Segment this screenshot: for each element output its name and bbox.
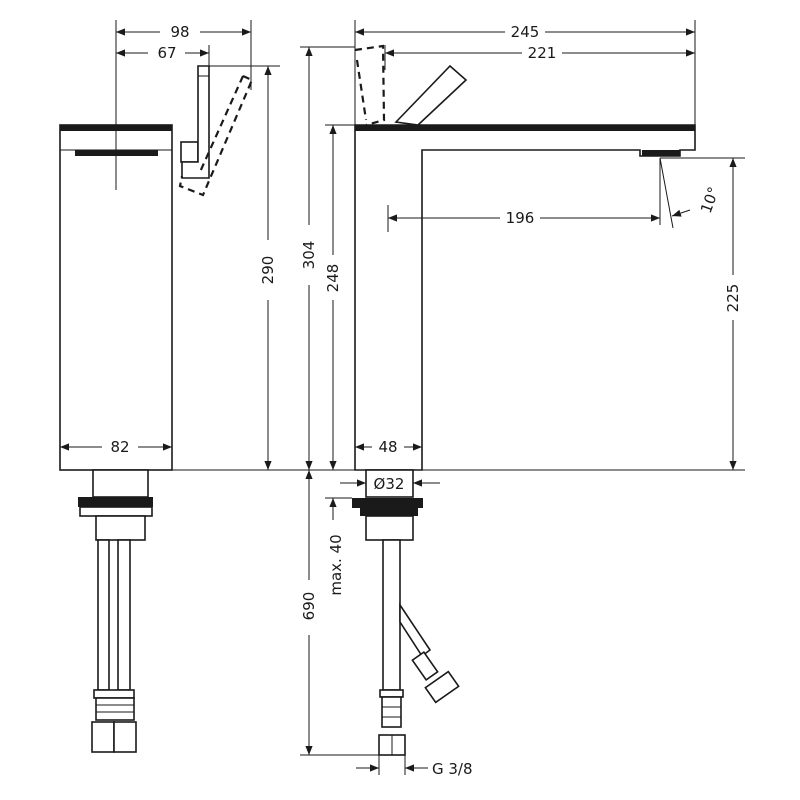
dim-245: 245 (511, 23, 540, 41)
thread-g-3-8: G 3/8 (432, 760, 473, 778)
lever-open-dashed-front (354, 44, 386, 127)
aerator-front (642, 150, 680, 156)
hose (117, 539, 131, 691)
dim-max-40: max. 40 (327, 534, 345, 595)
dim-98: 98 (170, 23, 189, 41)
dim-248: 248 (324, 264, 342, 293)
hose (382, 539, 401, 691)
dim-690: 690 (300, 592, 318, 621)
dim-196: 196 (506, 209, 535, 227)
dim-221: 221 (528, 44, 557, 62)
angle-10-deg: 10° (697, 184, 723, 215)
spout-top-band (355, 125, 695, 131)
lever (181, 65, 210, 179)
dim-diameter-32: Ø32 (374, 475, 405, 493)
hose-nut (424, 670, 460, 704)
dim-48: 48 (378, 438, 397, 456)
dim-82: 82 (110, 438, 129, 456)
hose-nut (113, 721, 137, 753)
dim-225: 225 (724, 284, 742, 313)
dim-67: 67 (157, 44, 176, 62)
lever-connector (180, 141, 199, 163)
hose (97, 539, 110, 691)
lever-front (394, 64, 468, 126)
hose-angled (399, 602, 432, 658)
faucet-body-front (354, 124, 696, 471)
dim-290: 290 (259, 256, 277, 285)
side-view: 98 67 290 82 (59, 20, 280, 753)
hose-nut (91, 721, 115, 753)
dim-304: 304 (300, 241, 318, 270)
lever-open-dashed (178, 74, 254, 197)
front-view: 245 221 304 248 196 10° 225 48 (172, 20, 745, 778)
